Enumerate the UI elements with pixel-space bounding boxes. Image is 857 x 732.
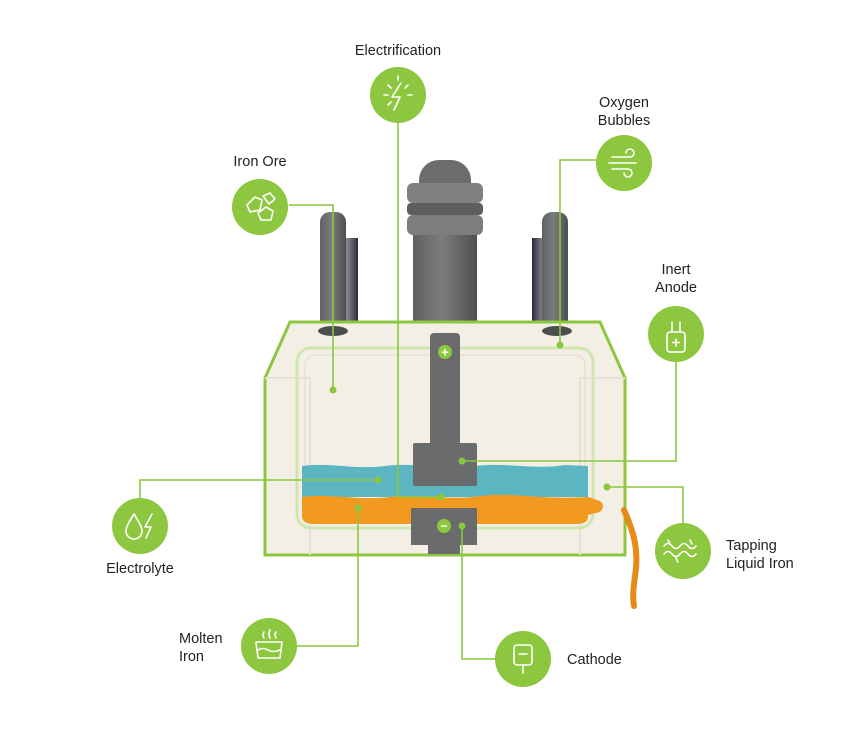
label-line: Anode	[655, 280, 697, 296]
electrification-badge	[370, 67, 426, 123]
label-line: Cathode	[567, 652, 622, 668]
central-electrode-column	[407, 160, 483, 330]
dot-electrolyte	[374, 476, 382, 484]
label-inert-anode: Inert Anode	[644, 261, 708, 297]
wind-bubbles-icon	[608, 148, 637, 178]
dot-cathode	[458, 522, 466, 530]
label-oxygen-bubbles: Oxygen Bubbles	[584, 94, 664, 130]
dot-iron-ore	[329, 386, 337, 394]
label-electrification: Electrification	[336, 42, 460, 60]
connector-molten-iron	[297, 508, 359, 647]
label-line: Electrolyte	[106, 561, 174, 577]
dot-tapping	[603, 483, 611, 491]
label-line: Electrification	[354, 43, 442, 59]
right-gas-pipe	[532, 212, 568, 330]
connector-inert-anode	[462, 362, 677, 462]
liquid-iron-tap-stream	[621, 507, 640, 609]
connector-electrification	[397, 122, 441, 498]
svg-text:−: −	[440, 519, 447, 533]
dot-inert-anode	[458, 457, 466, 465]
droplet-bolt-icon	[125, 513, 153, 540]
crucible-steam-icon	[255, 629, 283, 659]
label-line: Bubbles	[597, 113, 651, 129]
wavy-flow-icon	[663, 539, 697, 563]
inert-anode-badge	[648, 306, 704, 362]
connector-oxygen-bubbles	[559, 159, 596, 345]
label-line: Iron Ore	[233, 154, 287, 170]
label-line: Tapping	[726, 538, 777, 554]
connector-lines	[139, 122, 684, 660]
label-tapping-liquid-iron: Tapping Liquid Iron	[726, 537, 794, 573]
svg-text:+: +	[441, 345, 449, 360]
lightning-icon	[383, 75, 413, 111]
dot-electrification	[437, 493, 445, 501]
connector-cathode	[461, 526, 496, 660]
label-line: Iron	[179, 649, 204, 665]
label-line: Inert	[661, 262, 691, 278]
label-line: Molten	[179, 631, 223, 647]
anode-plus-symbol: +	[438, 345, 452, 360]
label-molten-iron: Molten Iron	[179, 630, 223, 666]
right-pipe-opening	[542, 326, 572, 336]
left-gas-pipe	[320, 212, 358, 330]
connector-end-dots	[329, 341, 611, 530]
dot-molten-iron	[354, 504, 362, 512]
inert-anode	[413, 333, 477, 486]
label-electrolyte: Electrolyte	[90, 560, 190, 578]
molten-iron-badge	[241, 618, 297, 674]
label-line: Liquid Iron	[726, 556, 794, 572]
connector-electrolyte	[139, 479, 378, 498]
cathode-minus-icon	[513, 644, 533, 674]
label-cathode: Cathode	[567, 651, 622, 669]
connector-iron-ore	[289, 204, 334, 390]
anode-plus-icon	[666, 321, 686, 353]
label-iron-ore: Iron Ore	[215, 153, 305, 171]
connector-tapping	[607, 486, 684, 524]
dot-oxygen-bubbles	[556, 341, 564, 349]
ore-rocks-icon	[246, 192, 276, 221]
label-line: Oxygen	[599, 95, 649, 111]
cathode-badge	[495, 631, 551, 687]
cathode-minus-symbol: −	[437, 519, 451, 533]
